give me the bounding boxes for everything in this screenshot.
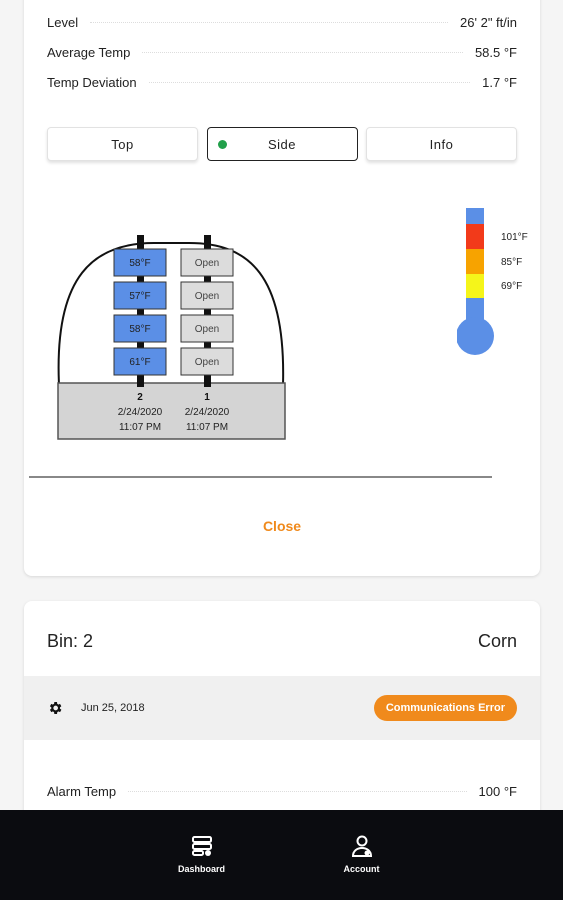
bin-outline	[57, 242, 285, 386]
cable-1-date: 2/24/2020	[185, 407, 230, 418]
thermo-label-high: 101°F	[501, 232, 528, 243]
sensor-value: 57°F	[129, 291, 150, 302]
nav-dashboard[interactable]: Dashboard	[152, 834, 252, 900]
cable-2-number: 2	[137, 392, 143, 403]
sensor-value: Open	[195, 324, 219, 335]
tab-info-label: Info	[429, 136, 454, 152]
bin-side-diagram: 58°F 57°F 58°F 61°F Open Open Open Open …	[57, 235, 286, 440]
cable-2-date: 2/24/2020	[118, 407, 163, 418]
cable-2-time: 11:07 PM	[119, 422, 161, 433]
sensor-cell[interactable]	[180, 347, 234, 376]
sensor-value: Open	[195, 291, 219, 302]
nav-account-label: Account	[343, 864, 380, 874]
sensor-cell[interactable]	[180, 248, 234, 277]
nav-dashboard-label: Dashboard	[177, 864, 225, 874]
status-bar: Jun 25, 2018 Communications Error	[24, 676, 540, 740]
average-temp-row: Average Temp 58.5 °F	[47, 42, 517, 62]
last-update-date: Jun 25, 2018	[81, 702, 145, 714]
cable-1-line	[204, 235, 211, 387]
sensor-cell[interactable]	[113, 314, 167, 343]
bottom-navigation: Dashboard Account	[0, 810, 563, 900]
average-temp-value: 58.5 °F	[474, 44, 517, 60]
sensor-value: Open	[195, 258, 219, 269]
cable-1-time: 11:07 PM	[186, 422, 228, 433]
sensor-value: 61°F	[129, 357, 150, 368]
temp-deviation-label: Temp Deviation	[47, 74, 137, 90]
bin-title: Bin: 2	[47, 631, 94, 651]
bin-base	[57, 382, 286, 440]
thermometer-legend: 101°F 85°F 69°F	[457, 208, 528, 355]
account-icon	[351, 835, 372, 857]
alarm-temp-row: Alarm Temp 100 °F	[47, 781, 517, 801]
view-tabs: Top Side Info	[47, 127, 517, 161]
close-button[interactable]: Close	[262, 518, 302, 534]
tab-info[interactable]: Info	[366, 127, 517, 161]
cable-2-sensors: 58°F 57°F 58°F 61°F	[113, 248, 167, 376]
status-badge[interactable]: Communications Error	[373, 695, 517, 721]
thermo-orange-segment	[466, 249, 484, 274]
gear-icon[interactable]	[47, 700, 63, 716]
thermo-label-mid: 85°F	[501, 257, 522, 268]
tab-top[interactable]: Top	[47, 127, 198, 161]
cable-1-sensors: Open Open Open Open	[180, 248, 234, 376]
alarm-temp-label: Alarm Temp	[47, 783, 117, 799]
dashboard-icon	[191, 836, 212, 856]
divider	[29, 476, 492, 478]
bin-detail-card: Level 26' 2" ft/in Average Temp 58.5 °F …	[24, 0, 540, 576]
cable-2-line	[137, 235, 144, 387]
bin-header: Bin: 2 Corn	[47, 631, 517, 652]
tab-side-label: Side	[267, 136, 297, 152]
level-value: 26' 2" ft/in	[460, 14, 517, 30]
alarm-temp-value: 100 °F	[478, 783, 517, 799]
cable-1-number: 1	[204, 392, 210, 403]
sensor-cell[interactable]	[113, 347, 167, 376]
level-label: Level	[47, 14, 79, 30]
tab-side[interactable]: Side	[206, 127, 358, 161]
thermo-bulb	[457, 317, 494, 355]
sensor-value: 58°F	[129, 324, 150, 335]
thermo-yellow-segment	[466, 274, 484, 298]
thermo-label-low: 69°F	[501, 281, 522, 292]
thermo-red-segment	[466, 224, 484, 249]
sensor-value: 58°F	[129, 258, 150, 269]
tab-top-label: Top	[111, 136, 134, 152]
nav-account[interactable]: Account	[312, 834, 412, 900]
sensor-cell[interactable]	[113, 248, 167, 277]
temp-deviation-row: Temp Deviation 1.7 °F	[47, 72, 517, 92]
thermo-top-segment	[466, 208, 484, 224]
sensor-cell[interactable]	[113, 281, 167, 310]
active-dot-icon	[217, 140, 227, 149]
sensor-cell[interactable]	[180, 314, 234, 343]
level-row: Level 26' 2" ft/in	[47, 12, 517, 32]
bin-summary-card[interactable]: Bin: 2 Corn Jun 25, 2018 Communications …	[24, 601, 540, 861]
bin-crop: Corn	[477, 631, 517, 651]
temp-deviation-value: 1.7 °F	[482, 74, 517, 90]
average-temp-label: Average Temp	[47, 44, 131, 60]
sensor-cell[interactable]	[180, 281, 234, 310]
sensor-value: Open	[195, 357, 219, 368]
